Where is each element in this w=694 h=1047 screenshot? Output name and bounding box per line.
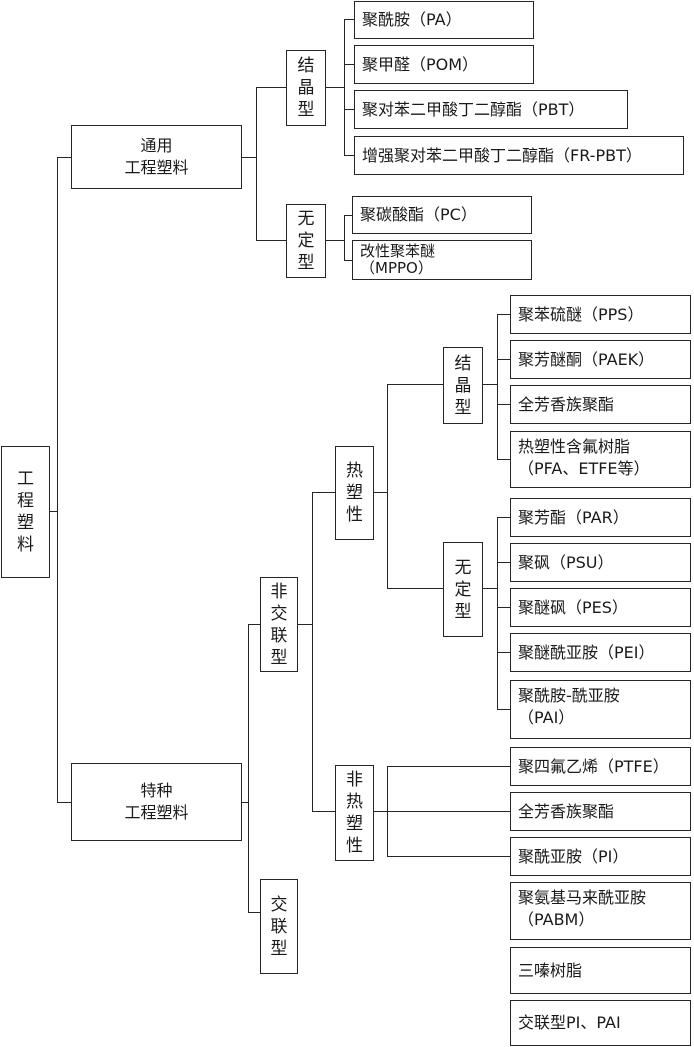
leaf-triazine-resin: 三嗪树脂 (510, 947, 691, 994)
connector-line (344, 155, 355, 156)
connector-line (344, 109, 355, 110)
leaf-pi: 聚酰亚胺（PI） (510, 837, 691, 876)
leaf-mppo: 改性聚苯醚 （MPPO） (352, 240, 532, 280)
connector-line (387, 856, 510, 857)
leaf-paek: 聚芳醚酮（PAEK） (510, 340, 691, 379)
connector-line (325, 87, 345, 88)
connector-line (312, 492, 313, 812)
node-non-crosslinked: 非 交 联 型 (260, 577, 298, 672)
node-crosslinked: 交 联 型 (260, 879, 298, 974)
connector-line (497, 517, 510, 518)
node-thermoplastic: 热 塑 性 (335, 446, 374, 540)
node-general-crystalline: 结 晶 型 (286, 50, 326, 126)
connector-line (373, 492, 388, 493)
connector-line (482, 384, 498, 385)
connector-line (497, 459, 510, 460)
node-non-thermoplastic: 非 热 塑 性 (335, 765, 374, 861)
connector-line (373, 811, 388, 812)
leaf-crosslinked-pi-pai: 交联型PI、PAI (510, 1000, 691, 1046)
connector-line (312, 492, 336, 493)
connector-line (497, 359, 510, 360)
connector-line (344, 19, 355, 20)
connector-line (256, 87, 286, 88)
node-special-crystalline: 结 晶 型 (443, 347, 483, 424)
node-special-engineering-plastics: 特种 工程塑料 (71, 763, 242, 841)
leaf-pbt: 聚对苯二甲酸丁二醇酯（PBT） (354, 90, 628, 129)
connector-line (497, 709, 510, 710)
connector-line (297, 624, 313, 625)
leaf-pa: 聚酰胺（PA） (354, 1, 534, 39)
connector-line (497, 404, 510, 405)
connector-line (344, 260, 355, 261)
leaf-par: 聚芳酯（PAR） (510, 498, 691, 537)
leaf-ptfe: 聚四氟乙烯（PTFE） (510, 747, 691, 786)
leaf-aromatic-polyester: 全芳香族聚酯 (510, 385, 691, 424)
node-special-amorphous: 无 定 型 (443, 542, 483, 637)
leaf-fluoro-resin: 热塑性含氟树脂 （PFA、ETFE等） (510, 431, 691, 488)
connector-line (497, 562, 510, 563)
connector-line (57, 802, 71, 803)
connector-line (241, 802, 249, 803)
connector-line (344, 215, 355, 216)
connector-line (248, 912, 261, 913)
leaf-aromatic-polyester-2: 全芳香族聚酯 (510, 792, 691, 831)
connector-line (248, 624, 249, 913)
leaf-pai: 聚酰胺-酰亚胺 （PAI） (510, 680, 691, 739)
connector-line (312, 811, 336, 812)
leaf-fr-pbt: 增强聚对苯二甲酸丁二醇酯（FR-PBT） (354, 136, 684, 175)
connector-line (344, 19, 345, 156)
connector-line (497, 652, 510, 653)
node-general-engineering-plastics: 通用 工程塑料 (71, 125, 242, 189)
leaf-pei: 聚醚酰亚胺（PEI） (510, 633, 691, 672)
leaf-pps: 聚苯硫醚（PPS） (510, 295, 691, 334)
connector-line (57, 157, 58, 803)
connector-line (241, 157, 257, 158)
connector-line (344, 215, 345, 261)
connector-line (387, 588, 444, 589)
connector-line (49, 511, 58, 512)
leaf-pes: 聚醚砜（PES） (510, 588, 691, 627)
node-general-amorphous: 无 定 型 (286, 204, 326, 278)
connector-line (57, 157, 71, 158)
connector-line (325, 240, 345, 241)
leaf-pom: 聚甲醛（POM） (354, 45, 534, 84)
leaf-pc: 聚碳酸酯（PC） (352, 196, 532, 234)
connector-line (387, 384, 444, 385)
connector-line (344, 64, 355, 65)
connector-line (387, 811, 510, 812)
leaf-pabm: 聚氨基马来酰亚胺 （PABM） (510, 882, 691, 940)
connector-line (497, 517, 498, 710)
connector-line (256, 87, 257, 241)
connector-line (497, 607, 510, 608)
connector-line (497, 314, 510, 315)
root-node-engineering-plastics: 工 程 塑 料 (1, 446, 50, 578)
leaf-psu: 聚砜（PSU） (510, 543, 691, 582)
connector-line (256, 240, 286, 241)
connector-line (387, 384, 388, 589)
connector-line (497, 314, 498, 460)
connector-line (248, 624, 261, 625)
connector-line (482, 588, 498, 589)
connector-line (387, 766, 510, 767)
